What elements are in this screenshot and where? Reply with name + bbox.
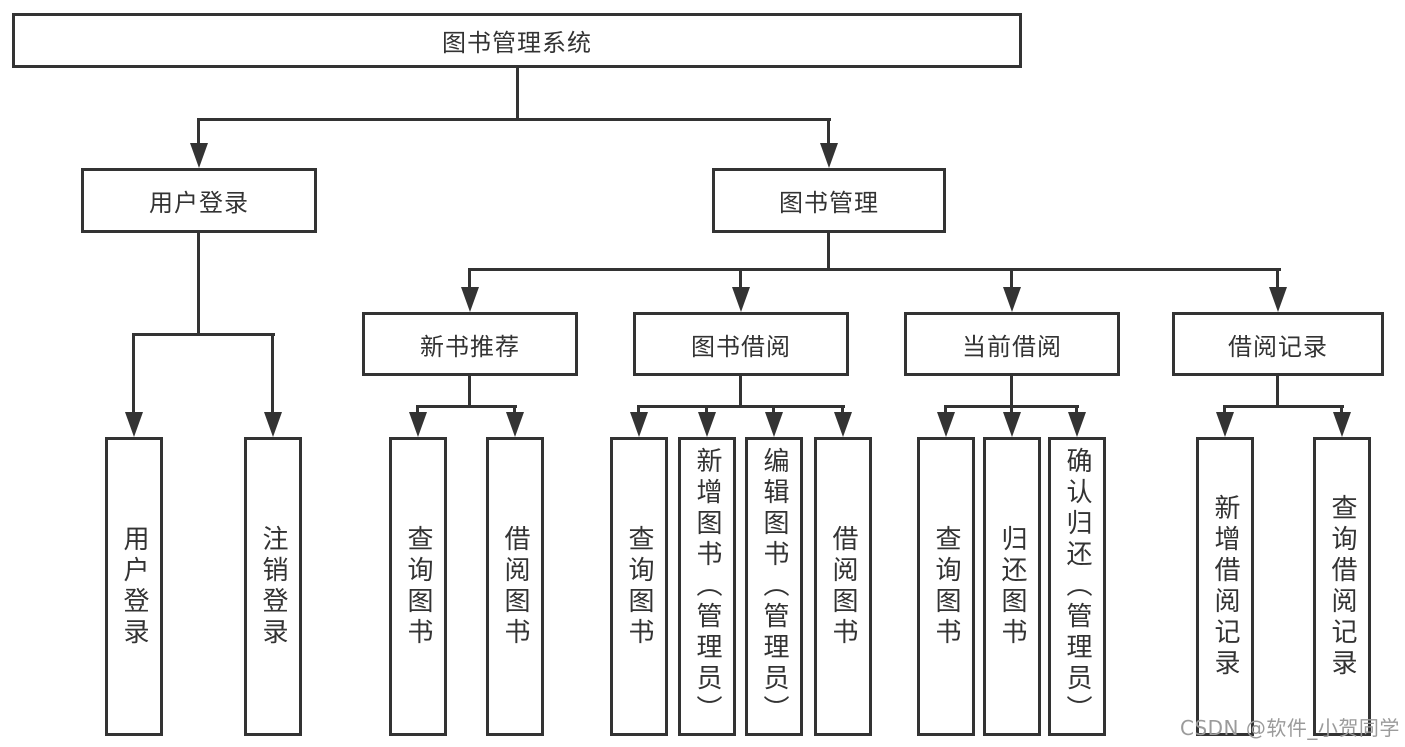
connector-drop-leaf [944,405,947,414]
leaf-add-borrow-record: 新增借阅记录 [1196,437,1254,736]
arrowhead [190,143,208,168]
arrowhead [732,287,750,312]
leaf-label: 新增图书（管理员） [692,447,722,726]
leaf-label: 查询图书 [931,524,961,649]
connector-section-bar [1223,405,1344,408]
connector-drop-leaf [1340,405,1343,414]
connector-drop-leaf [705,405,708,414]
connector-drop-leaf [772,405,775,414]
leaf-return-books: 归还图书 [983,437,1041,736]
arrowhead [461,287,479,312]
connector-user-login-bar [132,333,275,336]
connector-drop-leaf [1223,405,1226,414]
connector-section-bar [637,405,845,408]
leaf-label: 查询借阅记录 [1327,493,1357,680]
connector-section-stem [468,376,471,408]
arrowhead [698,412,716,437]
arrowhead [765,412,783,437]
leaf-query-books: 查询图书 [610,437,668,736]
leaf-query-borrow-record: 查询借阅记录 [1313,437,1371,736]
arrowhead [1216,412,1234,437]
arrowhead [1003,412,1021,437]
leaf-label: 用户登录 [119,524,149,649]
connector-user-login-stem [197,233,200,336]
node-current-borrow-label: 当前借阅 [962,332,1062,361]
connector-section-stem [1276,376,1279,408]
arrowhead [834,412,852,437]
connector-drop-book-mgmt [827,118,830,146]
connector-drop-leaf [1010,405,1013,414]
connector-drop-user-login [197,118,200,146]
arrowhead [264,412,282,437]
connector-section-stem [1010,376,1013,408]
connector-book-mgmt-bar [468,268,1281,271]
connector-drop-leaf [841,405,844,414]
watermark: CSDN @软件_小贺同学 [1180,716,1400,740]
leaf-edit-books-admin: 编辑图书（管理员） [745,437,803,736]
node-user-login: 用户登录 [81,168,317,233]
leaf-label: 借阅图书 [500,524,530,649]
leaf-confirm-return-admin: 确认归还（管理员） [1048,437,1106,736]
leaf-label: 查询图书 [403,524,433,649]
leaf-label: 注销登录 [258,524,288,649]
connector-drop-section [1276,268,1279,288]
connector-root-bar [197,118,831,121]
node-library-system-label: 图书管理系统 [442,29,592,57]
node-current-borrow: 当前借阅 [904,312,1120,376]
leaf-borrow-books: 借阅图书 [486,437,544,736]
node-book-borrow: 图书借阅 [633,312,849,376]
arrowhead [409,412,427,437]
connector-drop-section [468,268,471,288]
node-borrow-record: 借阅记录 [1172,312,1384,376]
leaf-label: 新增借阅记录 [1210,493,1240,680]
arrowhead [1003,287,1021,312]
leaf-user-login: 用户登录 [105,437,163,736]
connector-drop-leaf [1075,405,1078,414]
arrowhead [820,143,838,168]
leaf-logout: 注销登录 [244,437,302,736]
connector-drop-leaf [271,333,274,414]
node-new-book-recommend: 新书推荐 [362,312,578,376]
leaf-query-books: 查询图书 [389,437,447,736]
node-book-mgmt: 图书管理 [712,168,946,233]
arrowhead [1333,412,1351,437]
leaf-label: 编辑图书（管理员） [759,447,789,726]
connector-drop-leaf [513,405,516,414]
node-book-mgmt-label: 图书管理 [779,189,879,217]
node-library-system: 图书管理系统 [12,13,1022,68]
leaf-label: 借阅图书 [828,524,858,649]
arrowhead [1269,287,1287,312]
node-book-borrow-label: 图书借阅 [691,332,791,361]
connector-section-stem [739,376,742,408]
arrowhead [506,412,524,437]
arrowhead [630,412,648,437]
leaf-borrow-books: 借阅图书 [814,437,872,736]
node-user-login-label: 用户登录 [149,189,249,217]
connector-drop-section [1010,268,1013,288]
connector-drop-leaf [416,405,419,414]
connector-drop-leaf [132,333,135,414]
arrowhead [1068,412,1086,437]
connector-drop-leaf [637,405,640,414]
connector-book-mgmt-stem [827,233,830,271]
leaf-add-books-admin: 新增图书（管理员） [678,437,736,736]
leaf-label: 查询图书 [624,524,654,649]
leaf-query-books: 查询图书 [917,437,975,736]
leaf-label: 归还图书 [997,524,1027,649]
arrowhead [937,412,955,437]
leaf-label: 确认归还（管理员） [1062,447,1092,726]
connector-root-stem [516,68,519,121]
arrowhead [125,412,143,437]
connector-section-bar [416,405,517,408]
connector-drop-section [739,268,742,288]
node-borrow-record-label: 借阅记录 [1228,332,1328,361]
node-new-book-recommend-label: 新书推荐 [420,332,520,361]
